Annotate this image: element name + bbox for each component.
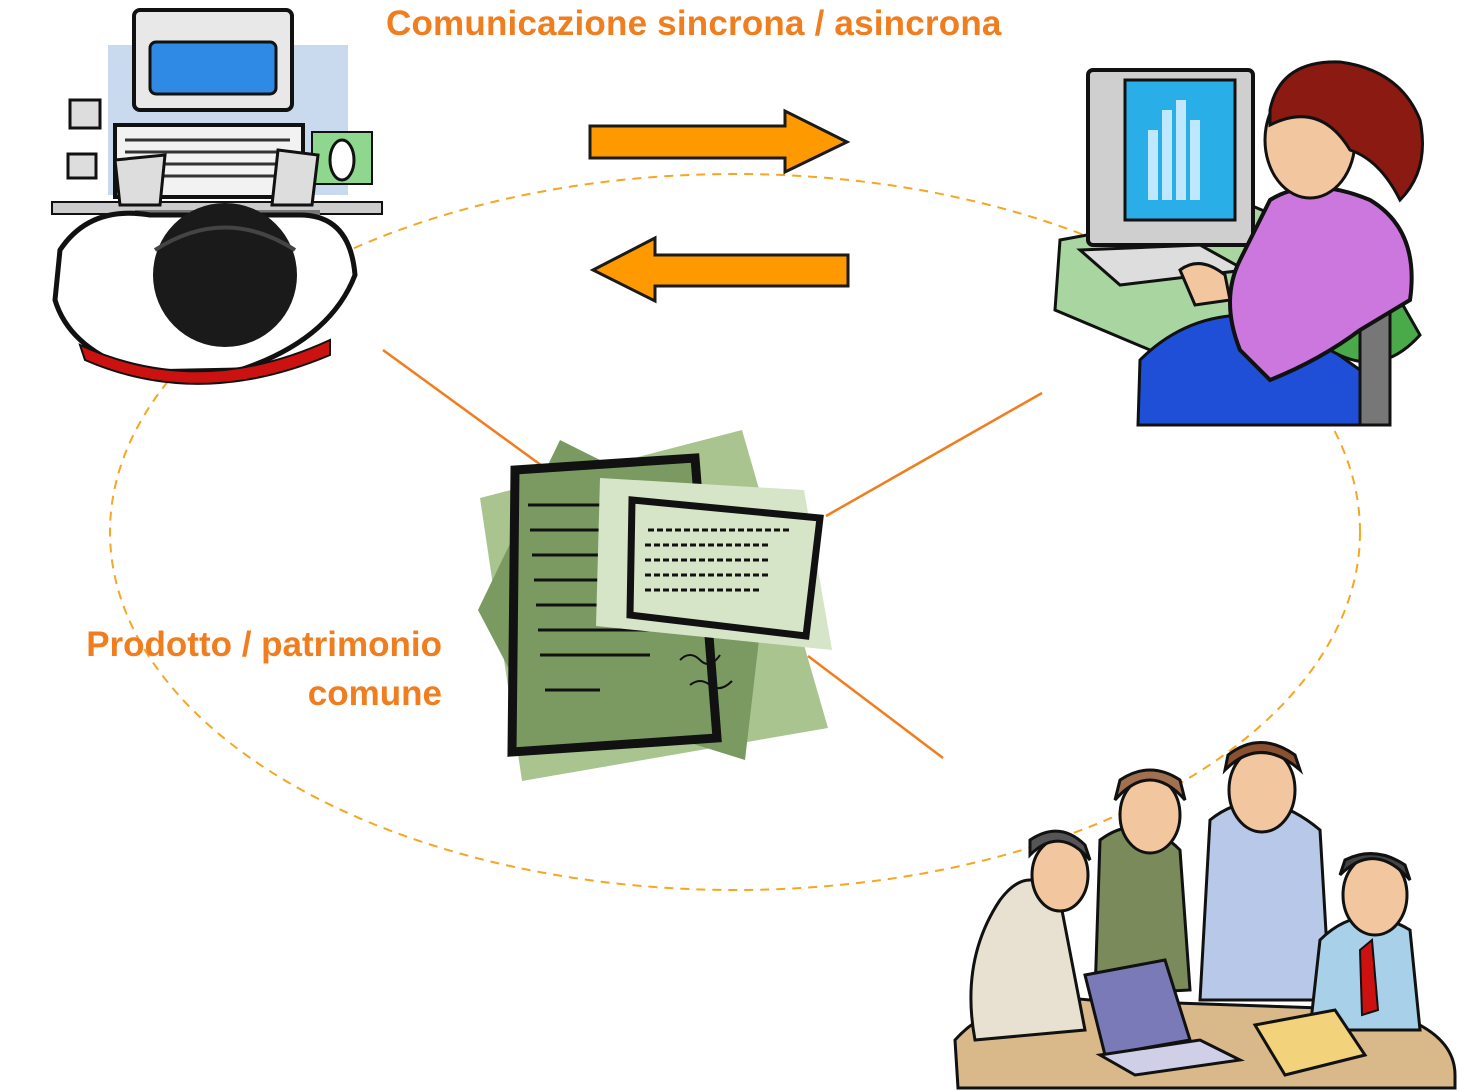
- communication-title: Comunicazione sincrona / asincrona: [386, 4, 1002, 43]
- connector-man-documents: [382, 348, 546, 470]
- product-title: Prodotto / patrimonio comune: [10, 620, 442, 718]
- arrow-left-icon: [589, 235, 850, 304]
- connector-woman-documents: [825, 391, 1043, 518]
- man-at-computer-icon: [51, 8, 383, 385]
- product-title-line1: Prodotto / patrimonio: [86, 625, 442, 664]
- woman-at-computer-icon: [1053, 60, 1424, 427]
- shared-space-ellipse: [109, 173, 1361, 891]
- arrow-right-icon: [588, 108, 851, 175]
- product-title-line2: comune: [307, 674, 442, 713]
- connector-team-documents: [807, 655, 944, 759]
- shared-documents-icon: [478, 430, 832, 781]
- team-meeting-icon: [953, 741, 1457, 1090]
